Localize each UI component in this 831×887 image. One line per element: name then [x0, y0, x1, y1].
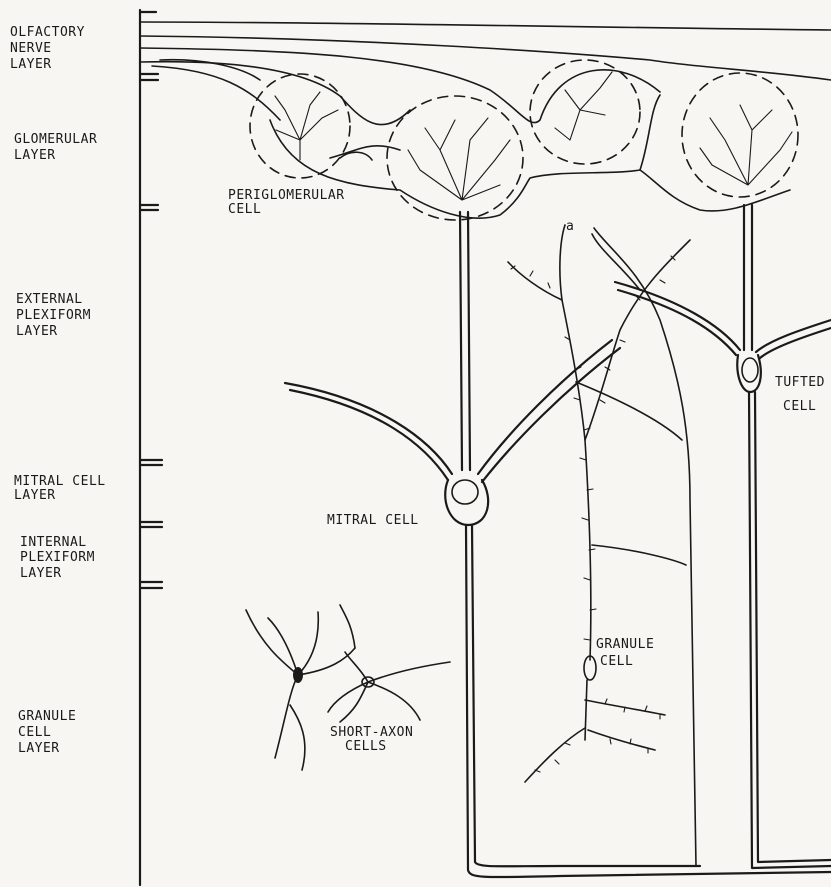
- granule-cell: [508, 225, 690, 782]
- label-tufted-cell: TUFTED CELL: [775, 375, 831, 414]
- olfactory-nerve-fibers: [140, 22, 831, 125]
- label-external-plexiform-layer: EXTERNAL PLEXIFORM LAYER: [16, 292, 99, 339]
- label-periglomerular-cell: PERIGLOMERULAR CELL: [228, 188, 353, 217]
- glomerulus-2: [387, 96, 523, 220]
- label-marker-a: a: [566, 219, 574, 234]
- label-mitral-cell-layer: MITRAL CELL LAYER: [14, 474, 114, 503]
- tufted-cell: [615, 205, 831, 868]
- label-short-axon-cells: SHORT-AXON CELLS: [330, 725, 422, 754]
- short-axon-cell-soma-1: [293, 667, 303, 683]
- label-mitral-cell: MITRAL CELL: [327, 513, 419, 528]
- label-granule-cell: GRANULE CELL: [596, 637, 663, 669]
- label-glomerular-layer: GLOMERULAR LAYER: [14, 132, 106, 163]
- label-olfactory-nerve-layer: OLFACTORY NERVE LAYER: [10, 25, 93, 72]
- glomerulus-4: [682, 73, 798, 197]
- axon-collateral: [576, 228, 696, 866]
- label-internal-plexiform-layer: INTERNAL PLEXIFORM LAYER: [20, 535, 103, 581]
- layer-bracket: [140, 10, 162, 885]
- mitral-cell-nucleus: [452, 480, 478, 504]
- granule-cell-spines: [511, 256, 675, 772]
- glomerulus-3: [530, 60, 640, 164]
- label-granule-cell-layer: GRANULE CELL LAYER: [18, 709, 85, 756]
- tufted-cell-nucleus: [742, 358, 758, 382]
